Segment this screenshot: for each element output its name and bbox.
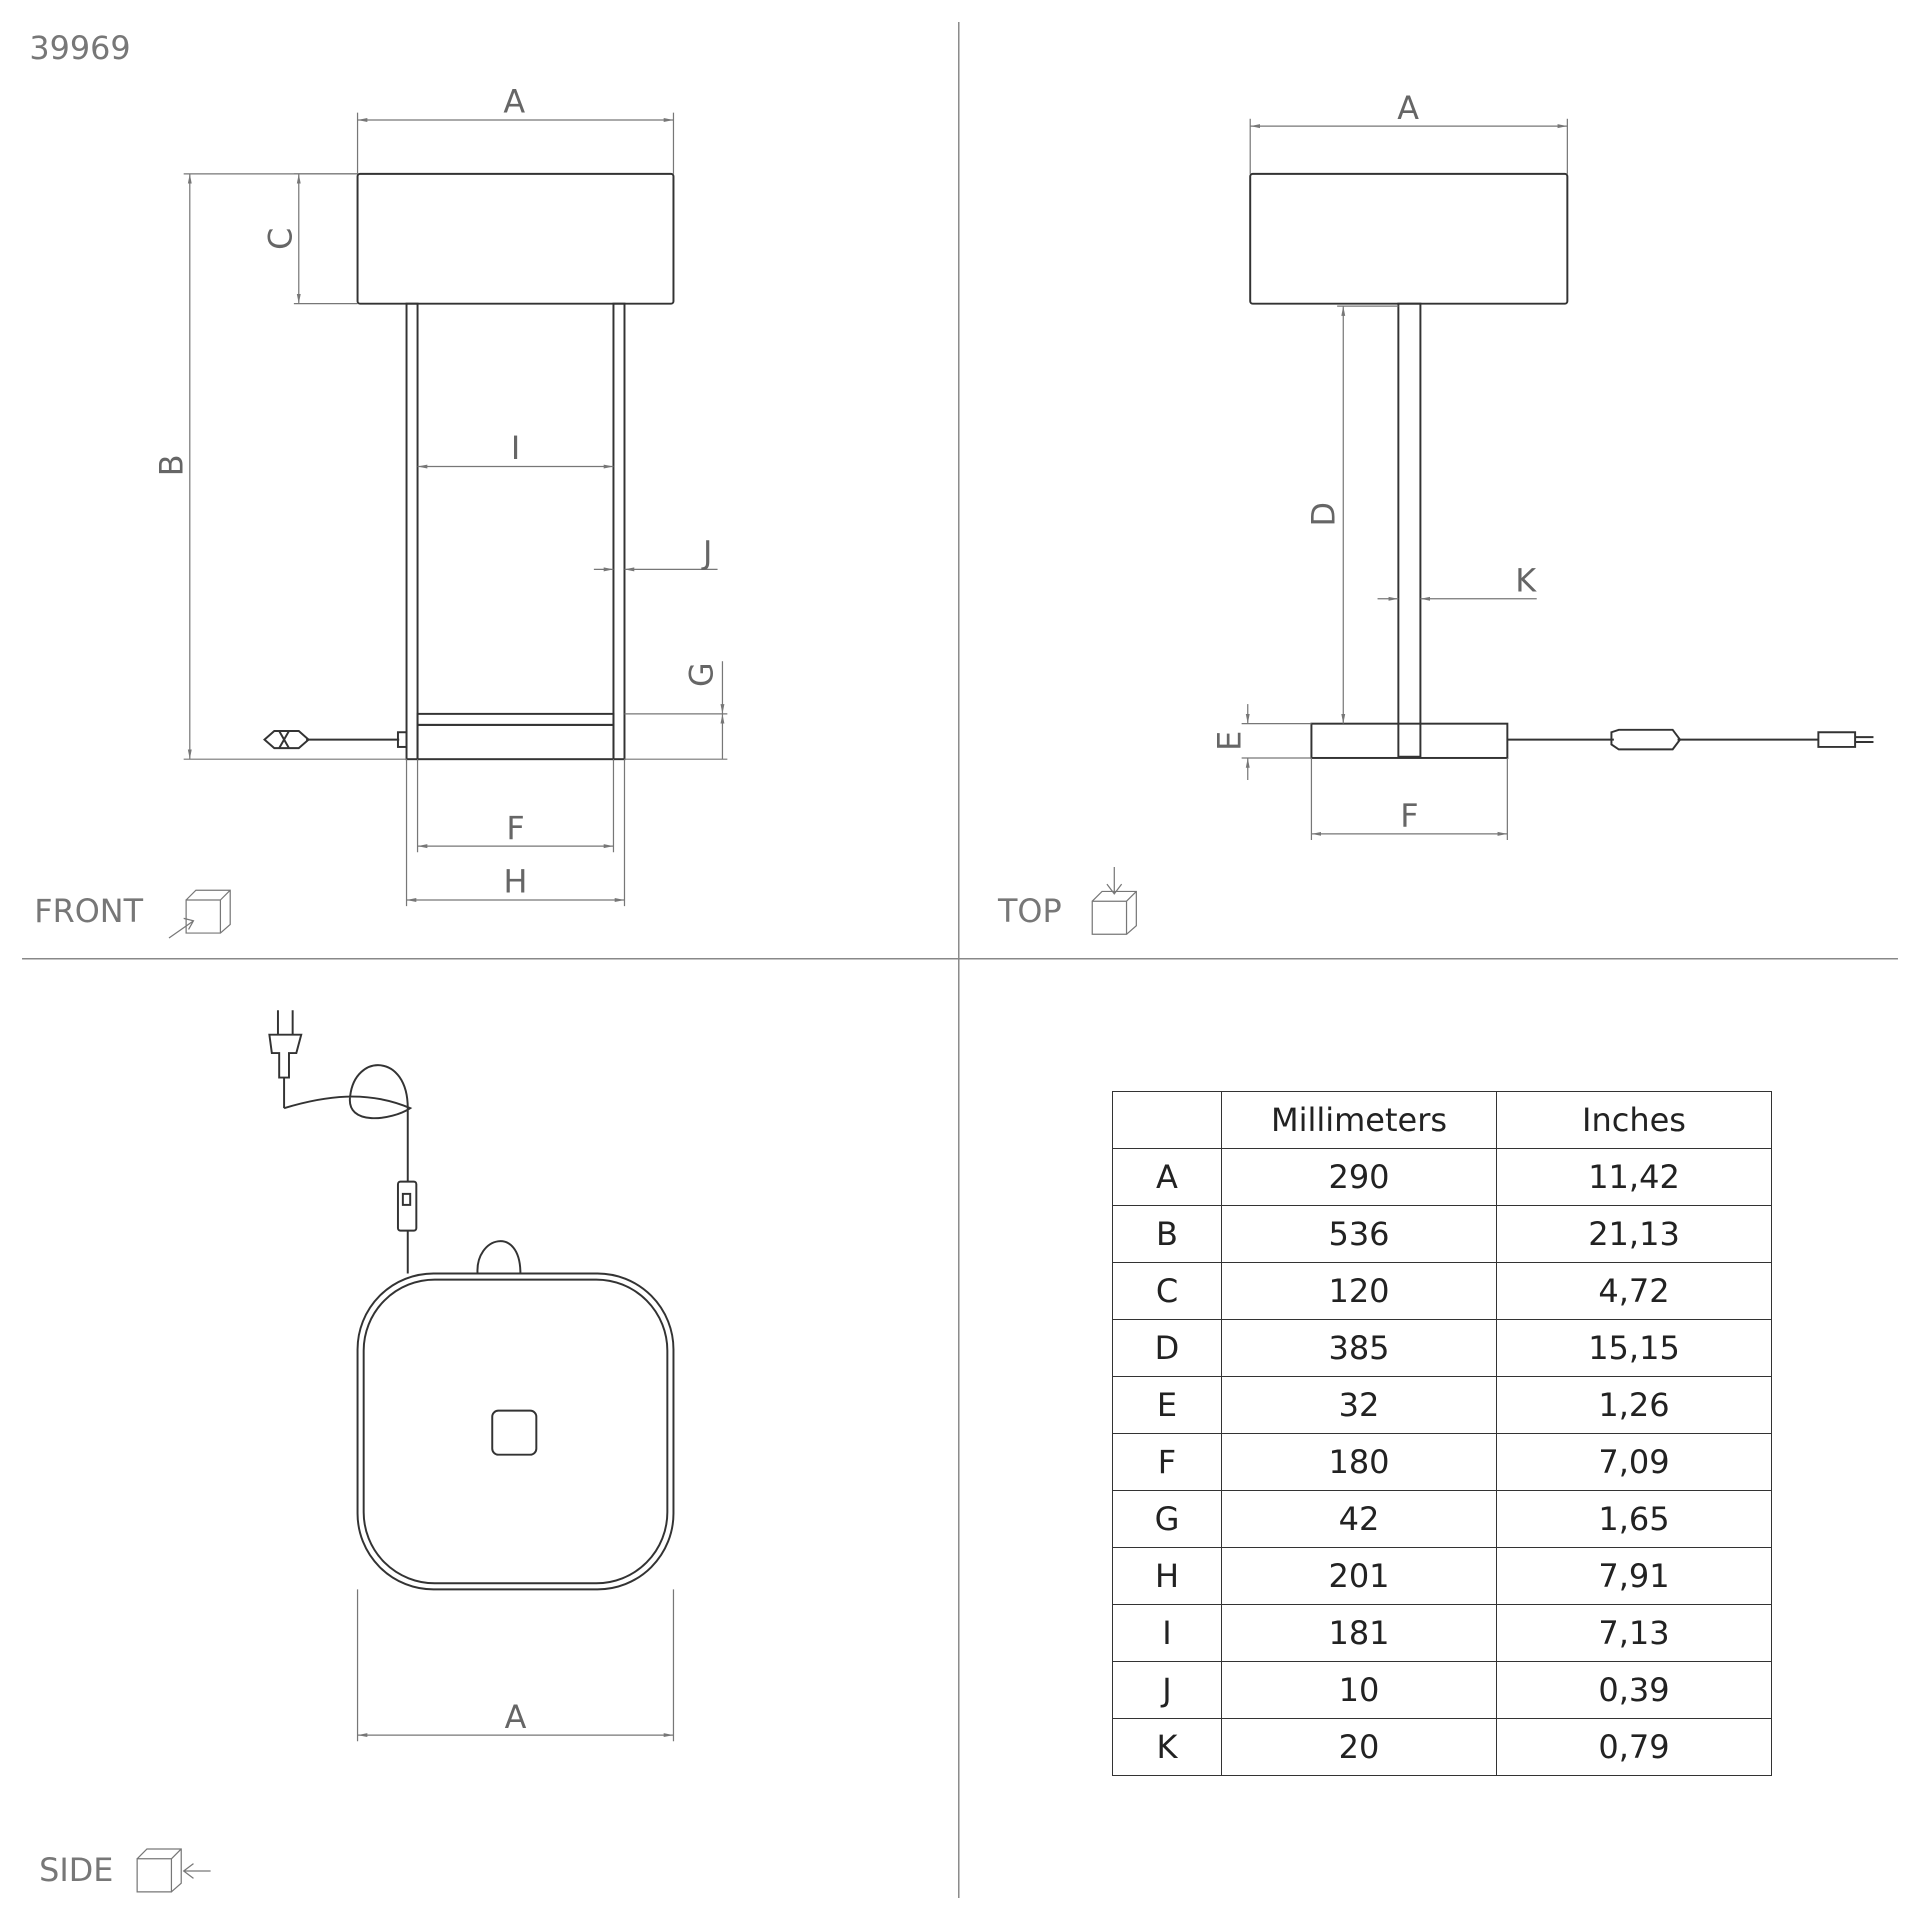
millimeters-value: 42 <box>1221 1490 1497 1548</box>
plug-icon <box>1817 731 1874 748</box>
cord-loop <box>476 1240 522 1274</box>
inches-value: 7,09 <box>1496 1433 1772 1491</box>
inches-value: 11,42 <box>1496 1148 1772 1206</box>
dim-label-e: E <box>1210 731 1248 751</box>
dimension-letter: G <box>1112 1490 1222 1548</box>
inches-value: 7,13 <box>1496 1604 1772 1662</box>
dim-label-g: G <box>683 662 721 687</box>
millimeters-value: 290 <box>1221 1148 1497 1206</box>
inches-value: 21,13 <box>1496 1205 1772 1263</box>
dimension-letter: E <box>1112 1376 1222 1434</box>
base <box>1310 722 1509 759</box>
front-view-cube-icon <box>168 889 231 939</box>
switch-icon <box>396 1180 418 1232</box>
product-code: 39969 <box>29 29 130 67</box>
dim-label-f: F <box>1400 797 1418 835</box>
side-view-cube-icon <box>136 1848 211 1893</box>
inches-value: 4,72 <box>1496 1262 1772 1320</box>
header-cell: Millimeters <box>1221 1091 1497 1149</box>
dim-label-b: B <box>152 454 190 476</box>
millimeters-value: 180 <box>1221 1433 1497 1491</box>
millimeters-value: 20 <box>1221 1718 1497 1776</box>
cord <box>283 1064 413 1274</box>
dimension-letter: D <box>1112 1319 1222 1377</box>
millimeters-value: 181 <box>1221 1604 1497 1662</box>
dimension-letter: C <box>1112 1262 1222 1320</box>
dim-label-c: C <box>261 228 299 250</box>
dimension-letter: B <box>1112 1205 1222 1263</box>
table-header-row: Millimeters Inches <box>1112 1091 1772 1149</box>
plug-icon <box>263 730 311 750</box>
dim-label-h: H <box>504 863 528 901</box>
front-view: A C B I J G F H FRONT <box>34 83 728 939</box>
left-leg <box>405 302 419 761</box>
base <box>416 723 615 761</box>
base-outline <box>356 1272 675 1591</box>
plug-icon <box>268 1010 303 1079</box>
dimension-letter: A <box>1112 1148 1222 1206</box>
top-view-cube-icon <box>1091 866 1137 935</box>
millimeters-value: 201 <box>1221 1547 1497 1605</box>
dim-label-a: A <box>1397 89 1419 127</box>
inches-value: 1,65 <box>1496 1490 1772 1548</box>
dim-label-i: I <box>511 429 520 467</box>
inches-value: 0,39 <box>1496 1661 1772 1719</box>
dimension-letter: F <box>1112 1433 1222 1491</box>
dim-label-d: D <box>1305 502 1343 527</box>
touch-switch-icon <box>491 1409 538 1456</box>
dim-label-k: K <box>1515 561 1537 599</box>
dimension-letter: H <box>1112 1547 1222 1605</box>
inches-value: 1,26 <box>1496 1376 1772 1434</box>
dim-label-a: A <box>505 1698 527 1736</box>
millimeters-value: 120 <box>1221 1262 1497 1320</box>
view-label-front: FRONT <box>34 892 143 930</box>
stem <box>1397 302 1422 758</box>
lamp-shade <box>356 172 675 305</box>
millimeters-value: 32 <box>1221 1376 1497 1434</box>
top-view: A D K E F TOP <box>997 89 1874 935</box>
lamp-shade <box>1249 172 1569 305</box>
header-cell: Inches <box>1496 1091 1772 1149</box>
dim-label-j: J <box>701 533 712 571</box>
dimension-letter: J <box>1112 1661 1222 1719</box>
millimeters-value: 385 <box>1221 1319 1497 1377</box>
side-view: A SIDE <box>39 1010 675 1893</box>
inches-value: 0,79 <box>1496 1718 1772 1776</box>
inches-value: 7,91 <box>1496 1547 1772 1605</box>
header-cell <box>1112 1091 1222 1149</box>
millimeters-value: 10 <box>1221 1661 1497 1719</box>
dimension-letter: I <box>1112 1604 1222 1662</box>
right-leg <box>612 302 626 761</box>
dimension-letter: K <box>1112 1718 1222 1776</box>
dim-label-a: A <box>503 83 525 121</box>
millimeters-value: 536 <box>1221 1205 1497 1263</box>
base-rail <box>416 712 615 726</box>
dim-label-f: F <box>506 809 524 847</box>
view-label-side: SIDE <box>39 1851 113 1889</box>
view-label-top: TOP <box>997 892 1062 930</box>
switch-icon <box>1610 728 1682 751</box>
inches-value: 15,15 <box>1496 1319 1772 1377</box>
